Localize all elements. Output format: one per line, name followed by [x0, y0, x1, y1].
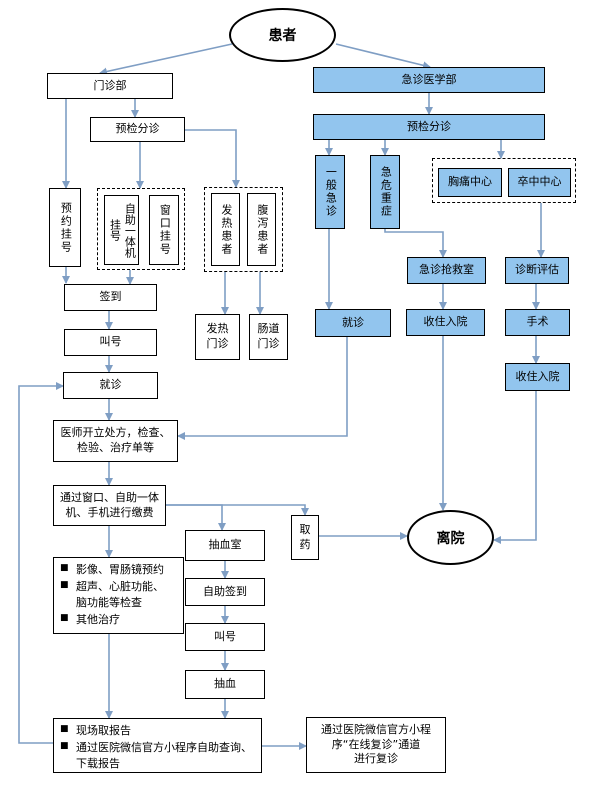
appointment-label: 预约挂号 [59, 201, 73, 254]
outpatient-triage-box: 预检分诊 [90, 117, 185, 142]
rescue-room-box: 急诊抢救室 [407, 257, 486, 284]
exam-item-3: 其他治疗 [76, 612, 120, 626]
blood-room-label: 抽血室 [208, 538, 242, 552]
call-number-label-2: 叫号 [214, 629, 236, 643]
list-item: ■ 现场取报告 [60, 723, 255, 740]
self-kiosk-label: 自助一体机挂号 [108, 202, 137, 258]
gut-clinic-label: 肠道 门诊 [257, 322, 280, 350]
exam-item-1: 影像、胃肠镜预约 [76, 563, 164, 576]
fever-clinic-label: 发热 门诊 [206, 322, 229, 350]
self-checkin-label: 自助签到 [203, 584, 247, 598]
general-emergency-box: 一般急诊 [315, 155, 345, 229]
bullet-icon: ■ [60, 740, 69, 751]
report-item-1: 现场取报告 [76, 724, 131, 737]
discharge-label: 离院 [436, 530, 465, 547]
discharge-node: 离院 [407, 510, 494, 565]
fever-patient-label: 发热患者 [219, 203, 233, 256]
payment-label: 通过窗口、自助一体 机、手机进行缴费 [60, 490, 159, 519]
bullet-icon: ■ [60, 612, 69, 623]
surgery-box: 手术 [505, 309, 570, 336]
fever-diarrhea-group [204, 187, 283, 272]
stroke-box: 卒中中心 [508, 168, 571, 197]
edge-report-loop-consult [18, 382, 64, 744]
edge-admit2-discharge [493, 391, 537, 544]
patient-node: 患者 [229, 8, 336, 62]
general-emergency-label: 一般急诊 [324, 166, 338, 218]
draw-blood-box: 抽血 [185, 670, 265, 699]
edge-patient-outpatient [99, 43, 233, 76]
self-checkin-box: 自助签到 [185, 578, 265, 606]
stroke-label: 卒中中心 [517, 175, 562, 189]
bullet-icon: ■ [60, 579, 69, 590]
emergency-triage-label: 预检分诊 [407, 119, 451, 133]
edge-emconsult-prescription [177, 337, 348, 440]
appointment-box: 预约挂号 [49, 188, 81, 267]
exam-item-2: 超声、心脏功能、 脑功能等检查 [76, 579, 164, 610]
followup-box: 通过医院微信官方小程 序“在线复诊”通道 进行复诊 [306, 717, 446, 773]
emergency-triage-box: 预检分诊 [313, 114, 545, 140]
consult-box: 就诊 [63, 372, 158, 399]
call-number-box-2: 叫号 [185, 623, 265, 651]
outpatient-dept-box: 门诊部 [47, 73, 173, 99]
list-item: ■ 其他治疗 [60, 612, 177, 629]
prescription-box: 医师开立处方，检查、 检验、治疗单等 [53, 420, 178, 462]
registration-group [97, 188, 185, 270]
list-item: ■ 通过医院微信官方小程序自助查询、 下载报告 [60, 740, 255, 773]
fever-clinic-box: 发热 门诊 [195, 314, 240, 360]
pickup-meds-label: 取 药 [299, 522, 311, 551]
emergency-dept-label: 急诊医学部 [401, 72, 457, 86]
admit-box-1: 收住入院 [406, 309, 485, 336]
emergency-consult-box: 就诊 [315, 309, 391, 337]
chest-pain-label: 胸痛中心 [448, 175, 492, 189]
list-item: ■ 影像、胃肠镜预约 [60, 562, 177, 579]
list-item: ■ 超声、心脏功能、 脑功能等检查 [60, 579, 177, 612]
followup-label: 通过医院微信官方小程 序“在线复诊”通道 进行复诊 [321, 722, 431, 766]
edge-patient-emergency [335, 43, 431, 70]
report-item-2: 通过医院微信官方小程序自助查询、 下载报告 [76, 740, 252, 771]
diagnosis-eval-label: 诊断评估 [515, 263, 559, 277]
bullet-icon: ■ [60, 724, 69, 734]
admit-label-2: 收住入院 [515, 369, 560, 383]
blood-room-box: 抽血室 [185, 530, 265, 561]
prescription-label: 医师开立处方，检查、 检验、治疗单等 [60, 426, 171, 454]
surgery-label: 手术 [526, 315, 549, 329]
admit-box-2: 收住入院 [505, 363, 570, 391]
window-reg-label: 窗口挂号 [158, 204, 172, 256]
admit-label-1: 收住入院 [423, 315, 468, 329]
centers-group [432, 158, 576, 203]
gut-clinic-box: 肠道 门诊 [249, 314, 288, 360]
outpatient-dept-label: 门诊部 [93, 78, 127, 92]
call-number-box: 叫号 [64, 329, 157, 356]
outpatient-triage-label: 预检分诊 [115, 122, 160, 136]
edge-payment-blood [166, 504, 226, 531]
fever-patient-box: 发热患者 [211, 193, 240, 266]
chest-pain-box: 胸痛中心 [438, 168, 502, 197]
edge-triage-fever-diarrhea [185, 129, 240, 188]
rescue-room-label: 急诊抢救室 [419, 263, 474, 277]
payment-box: 通过窗口、自助一体 机、手机进行缴费 [53, 485, 166, 526]
diarrhea-patient-box: 腹泻患者 [247, 193, 276, 266]
edge-critical-rescue [384, 229, 447, 258]
diarrhea-patient-label: 腹泻患者 [255, 203, 269, 256]
exam-list-box: ■ 影像、胃肠镜预约 ■ 超声、心脏功能、 脑功能等检查 ■ 其他治疗 [53, 557, 184, 634]
critical-label: 急危重症 [379, 166, 393, 218]
checkin-box: 签到 [64, 284, 157, 311]
diagnosis-eval-box: 诊断评估 [505, 257, 569, 284]
emergency-dept-box: 急诊医学部 [313, 67, 545, 93]
bullet-icon: ■ [60, 563, 69, 573]
call-number-label: 叫号 [99, 335, 122, 349]
consult-label: 就诊 [99, 378, 122, 392]
checkin-label: 签到 [99, 290, 122, 304]
critical-box: 急危重症 [370, 155, 400, 229]
report-box: ■ 现场取报告 ■ 通过医院微信官方小程序自助查询、 下载报告 [53, 718, 262, 773]
edge-payment-meds [166, 504, 309, 516]
self-kiosk-box: 自助一体机挂号 [104, 195, 139, 265]
patient-label: 患者 [268, 28, 297, 44]
draw-blood-label: 抽血 [214, 677, 236, 691]
pickup-meds-box: 取 药 [291, 515, 319, 560]
emergency-consult-label: 就诊 [342, 315, 364, 329]
window-reg-box: 窗口挂号 [149, 195, 179, 265]
